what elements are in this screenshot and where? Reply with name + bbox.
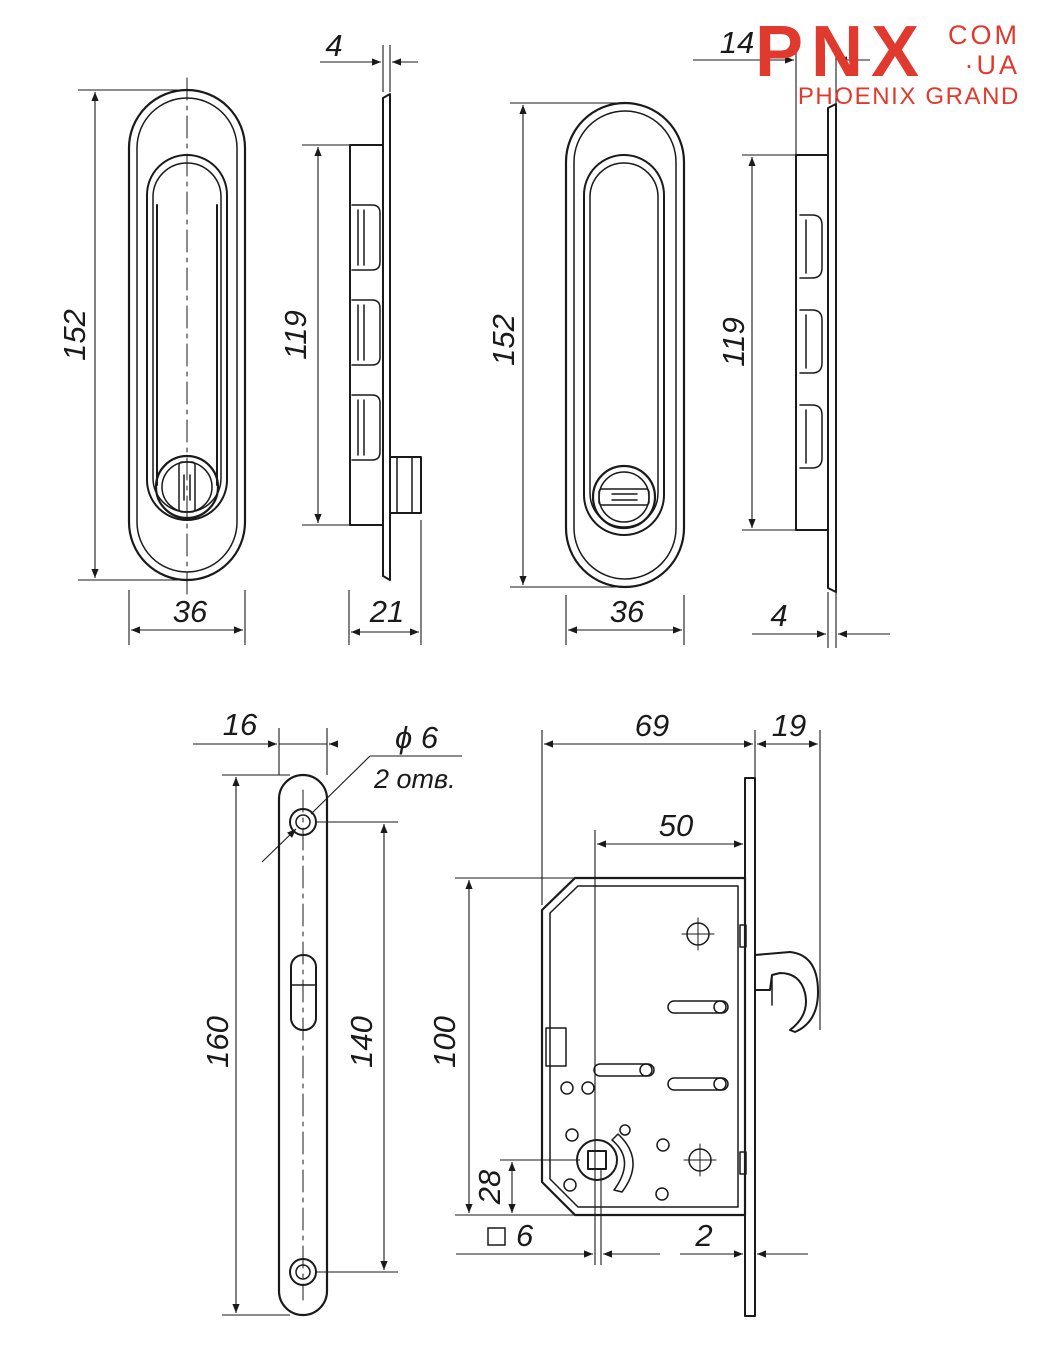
faceplate-width-label: 16 <box>223 707 258 742</box>
faceplate-hole-spacing-label: 140 <box>344 1016 379 1068</box>
handle-1-thickness-label: 4 <box>325 28 342 63</box>
faceplate <box>277 773 329 1317</box>
brand-logo: PNX COM ·UA PHOENIX GRAND <box>755 16 1020 112</box>
handle-1-side-height-label: 119 <box>278 310 313 359</box>
handle-2-height-label: 152 <box>486 314 521 366</box>
handle-1-height-label: 152 <box>57 309 92 361</box>
square-symbol-icon <box>487 1227 506 1246</box>
handle-1-width-label: 36 <box>173 594 208 629</box>
lock-spindle-offset-label: 28 <box>472 1169 507 1205</box>
dimension-lines <box>78 45 890 1316</box>
lock-body <box>540 777 819 1317</box>
handle-2-front-view <box>564 101 686 589</box>
handle-2-side-view <box>795 103 837 593</box>
faceplate-hole-diameter-label: ϕ 6 <box>395 720 439 755</box>
handle-1-side-view <box>349 93 422 581</box>
handle-1-front-view <box>127 77 247 596</box>
hook-latch <box>754 951 819 1033</box>
brand-domain-bottom: ·UA <box>964 50 1020 80</box>
brand-name: PNX <box>755 12 928 92</box>
brand-domain-top: COM <box>948 20 1020 50</box>
lock-plate-thickness-label: 2 <box>694 1218 712 1253</box>
handle-2-top-thickness-label: 14 <box>720 25 754 60</box>
lock-spindle-square-label: 6 <box>516 1218 534 1253</box>
handle-2-side-height-label: 119 <box>716 317 751 366</box>
lock-hook-projection-label: 19 <box>772 708 806 743</box>
handle-2-turn-knob <box>591 464 657 530</box>
spindle-hub <box>576 1124 634 1193</box>
lock-width-label: 69 <box>635 708 669 743</box>
handle-1-depth-label: 21 <box>369 594 404 629</box>
handle-2-width-label: 36 <box>610 594 645 629</box>
brand-subtitle: PHOENIX GRAND <box>797 83 1020 110</box>
faceplate-hole-count-label: 2 отв. <box>373 764 456 794</box>
faceplate-length-label: 160 <box>200 1016 235 1068</box>
lock-backset-label: 50 <box>659 808 693 843</box>
lock-height-label: 100 <box>427 1016 462 1068</box>
handle-2-bottom-thickness-label: 4 <box>770 598 787 633</box>
